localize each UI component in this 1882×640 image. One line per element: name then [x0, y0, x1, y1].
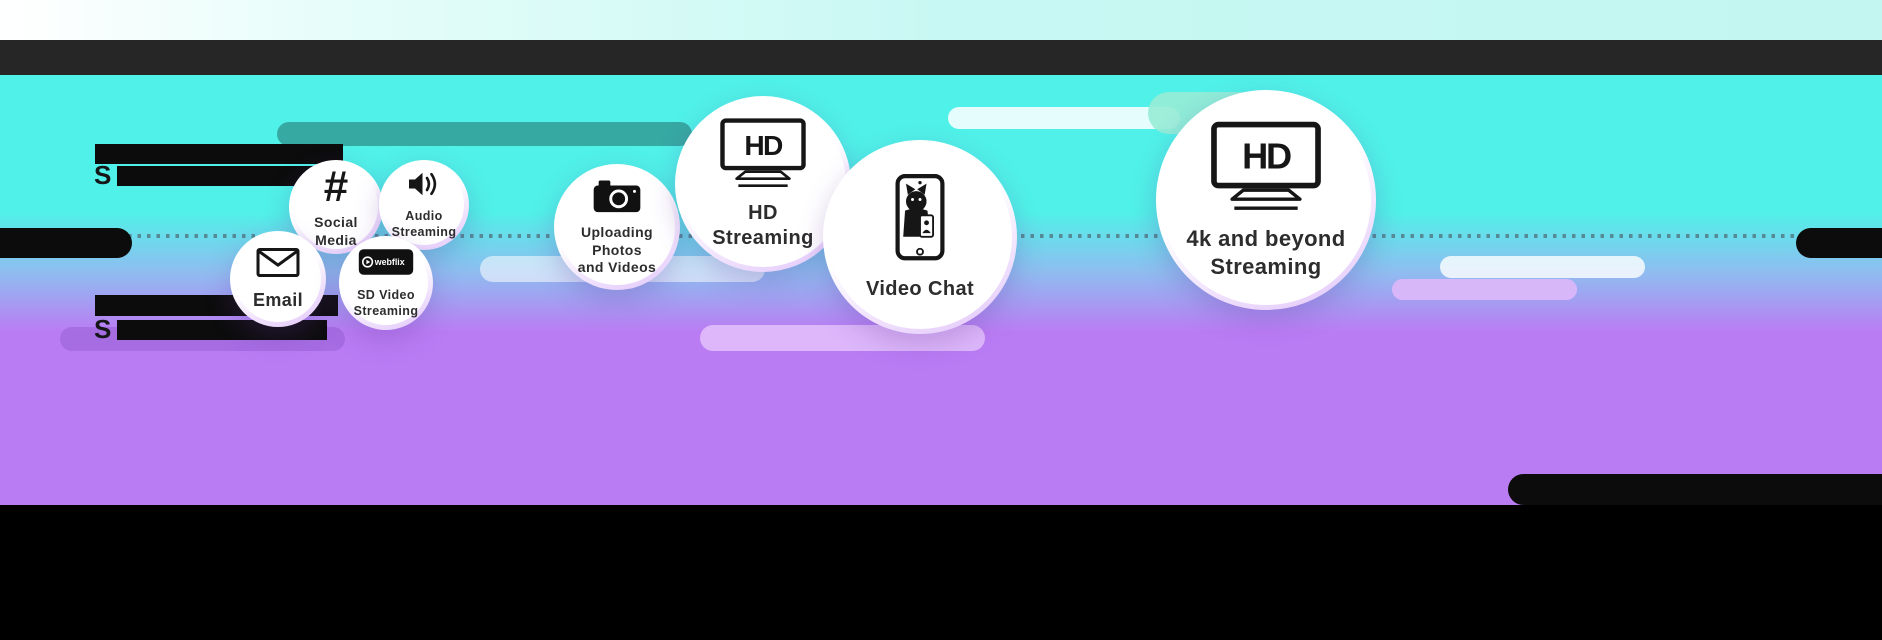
bubble-sd-video-streaming: webflix SD Video Streaming [339, 236, 433, 330]
bubble-label: Uploading Photos and Videos [577, 224, 657, 276]
top-header-bar [0, 40, 1882, 75]
decor-pill-white-right [1440, 256, 1645, 278]
bubble-video-chat: Video Chat [823, 140, 1017, 334]
bubble-label: HD Streaming [712, 202, 814, 249]
bubble-label: Social Media [314, 214, 358, 248]
bubble-hd-streaming: HD HD Streaming [675, 96, 851, 272]
webflix-badge-icon: webflix [358, 246, 414, 283]
bubble-email-inner: Email [235, 236, 321, 322]
speaker-icon [406, 169, 442, 204]
bubble-audio-streaming: Audio Streaming [379, 160, 469, 250]
bubble-label: 4k and beyond Streaming [1186, 226, 1346, 279]
bubble-audio-streaming-inner: Audio Streaming [384, 165, 464, 245]
phone-video-chat-icon [892, 173, 948, 272]
bubble-email: Email [230, 231, 326, 327]
footer-bar [0, 505, 1882, 640]
hd-tv-icon: HD [1207, 120, 1325, 220]
decor-pill-white-top [948, 107, 1180, 129]
bubble-hd-streaming-inner: HD HD Streaming [680, 101, 846, 267]
hd-tv-icon: HD [717, 117, 809, 196]
bubble-4k-streaming: HD 4k and beyond Streaming [1156, 90, 1376, 310]
left-edge-black-pill [0, 228, 132, 258]
bubble-uploading-photos: Uploading Photos and Videos [554, 164, 680, 290]
decor-pill-lavender-right [1392, 279, 1577, 300]
top-band [0, 0, 1882, 40]
hashtag-icon: # [323, 162, 349, 211]
bubble-4k-streaming-inner: HD 4k and beyond Streaming [1161, 95, 1371, 305]
redacted-heading-upper-line2 [117, 166, 343, 186]
bubble-label: Video Chat [865, 277, 975, 300]
bubble-label: Audio Streaming [391, 209, 457, 239]
bubble-sd-video-streaming-inner: webflix SD Video Streaming [344, 241, 428, 325]
heading-lower-initial: S [94, 314, 112, 344]
camera-icon [592, 177, 642, 219]
redacted-heading-upper-line1 [95, 144, 343, 164]
bubble-label: Email [252, 290, 304, 311]
right-edge-black-pill [1796, 228, 1882, 258]
bubble-uploading-photos-inner: Uploading Photos and Videos [559, 169, 675, 285]
heading-upper-initial: S [94, 160, 112, 190]
svg-text:webflix: webflix [374, 258, 405, 268]
envelope-icon [255, 246, 301, 284]
bottom-right-black-pill [1508, 474, 1882, 505]
bubble-label: SD Video Streaming [353, 288, 419, 318]
svg-text:HD: HD [744, 129, 783, 161]
bubble-social-media-inner: # Social Media [294, 165, 378, 249]
svg-text:HD: HD [1242, 136, 1291, 177]
bubble-video-chat-inner: Video Chat [828, 145, 1012, 329]
decor-pill-teal [277, 122, 692, 146]
